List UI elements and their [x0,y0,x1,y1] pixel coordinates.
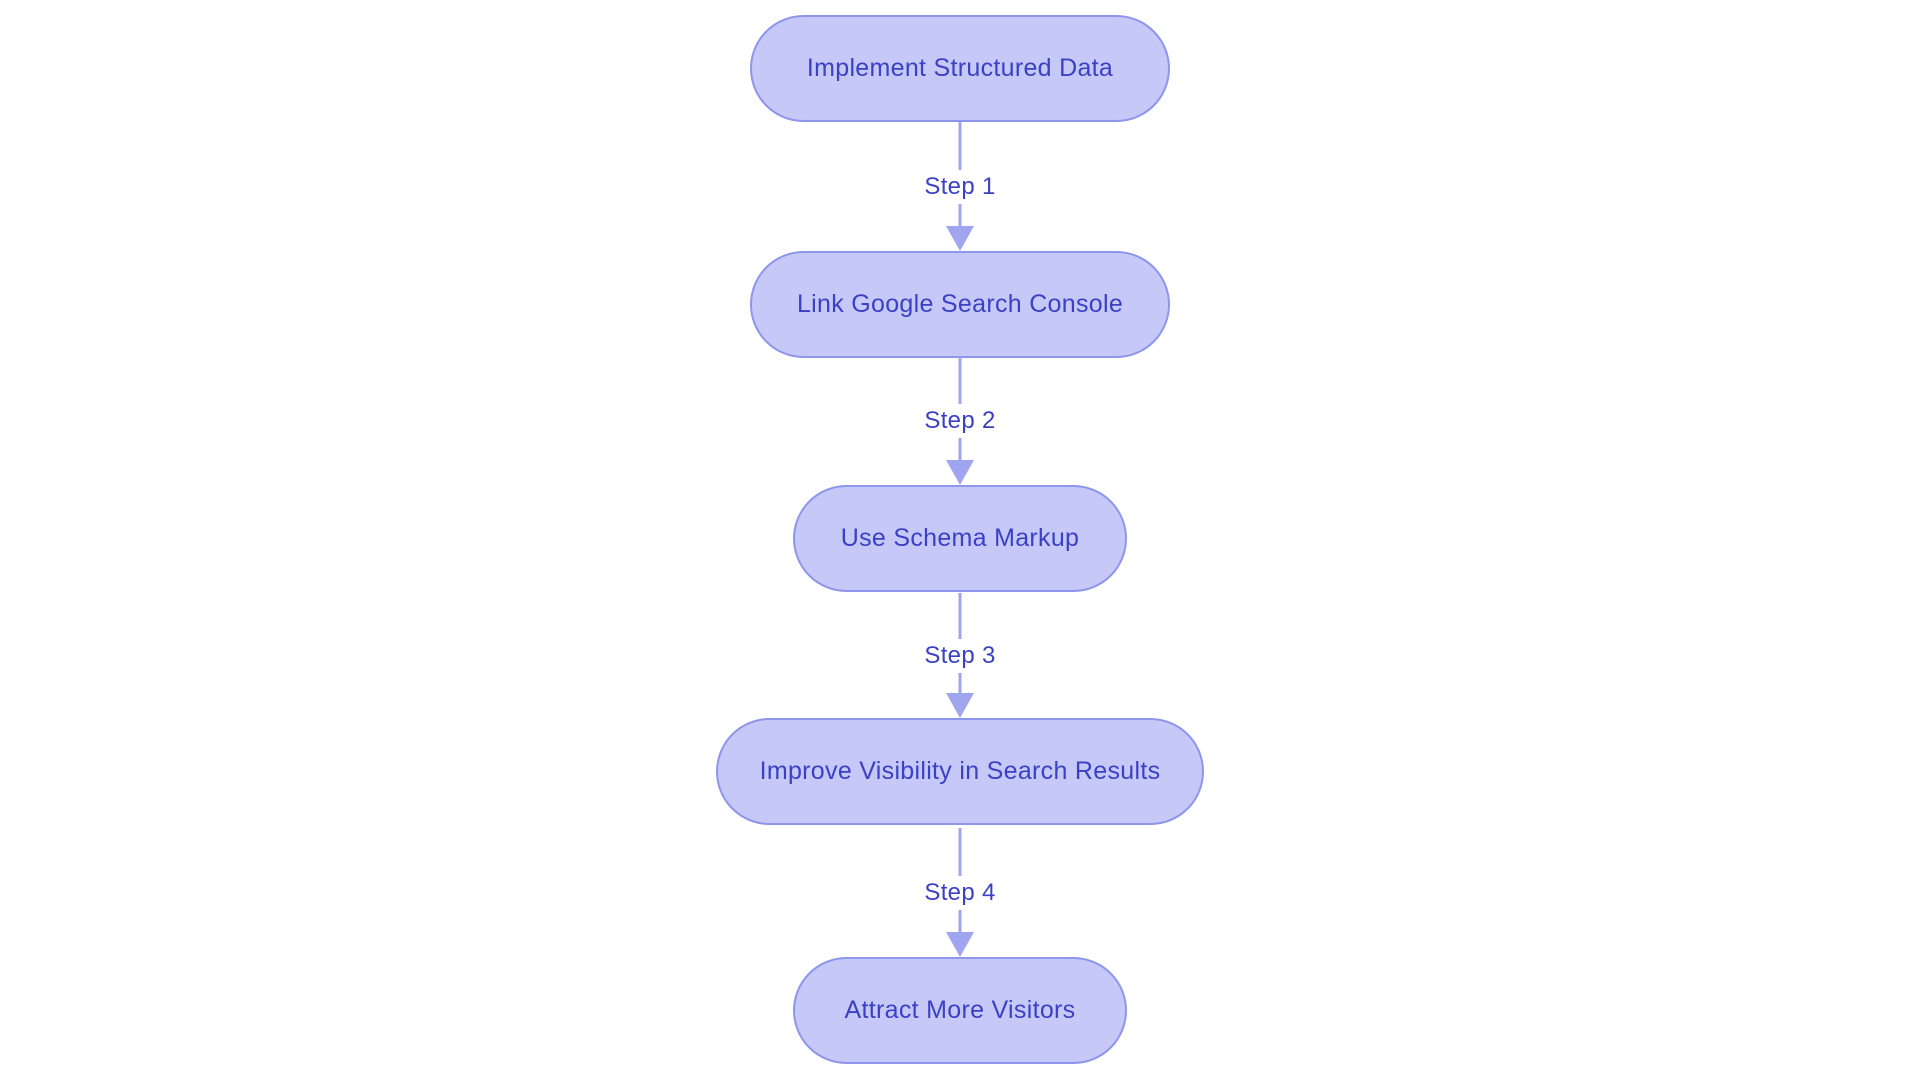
flow-node-link-google-search-console: Link Google Search Console [750,251,1170,358]
edge-label: Step 3 [914,638,1006,673]
flow-node-attract-more-visitors: Attract More Visitors [793,957,1127,1064]
node-label: Attract More Visitors [844,996,1076,1024]
arrow-head-icon [946,226,974,251]
flow-node-implement-structured-data: Implement Structured Data [750,15,1170,122]
edge-label: Step 2 [914,404,1006,438]
connector-step-4: Step 4 [914,828,1006,957]
node-label: Link Google Search Console [796,290,1124,318]
edge-label: Step 4 [914,875,1006,910]
arrow-head-icon [946,932,974,957]
node-label: Improve Visibility in Search Results [759,757,1161,785]
flow-node-use-schema-markup: Use Schema Markup [793,485,1127,592]
node-label: Implement Structured Data [806,54,1114,82]
connector-step-3: Step 3 [914,593,1006,718]
arrow-head-icon [946,693,974,718]
node-label: Use Schema Markup [840,524,1080,552]
edge-label: Step 1 [914,169,1006,204]
flow-node-improve-visibility-in-search-results: Improve Visibility in Search Results [716,718,1204,825]
arrow-head-icon [946,460,974,485]
connector-step-2: Step 2 [914,357,1006,485]
connector-step-1: Step 1 [914,122,1006,251]
